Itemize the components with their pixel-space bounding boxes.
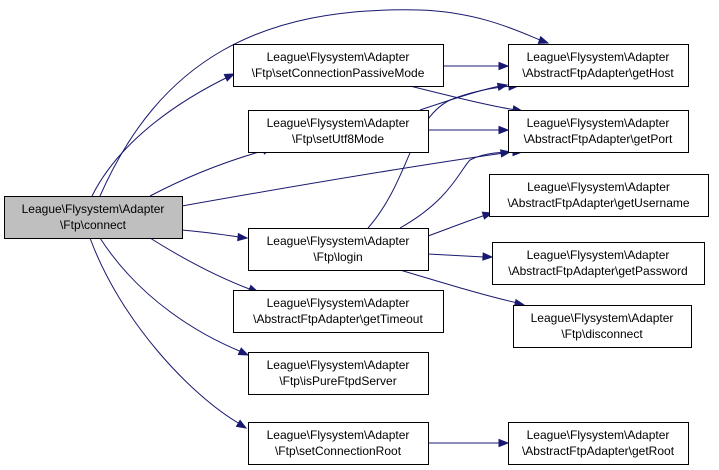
edge-line (409, 85, 517, 111)
node-label-method: \Ftp\connect (60, 218, 127, 232)
node-label-method: \Ftp\isPureFtpdServer (279, 374, 396, 388)
node-label-namespace: League\Flysystem\Adapter (527, 116, 670, 130)
edge-line (181, 152, 505, 207)
node-label-method: \Ftp\setUtf8Mode (292, 132, 384, 146)
arrowhead-icon (499, 149, 512, 158)
node-getTimeout[interactable]: League\Flysystem\Adapter \AbstractFtpAdap… (233, 290, 444, 333)
node-getPassword[interactable]: League\Flysystem\Adapter \AbstractFtpAdap… (492, 242, 705, 285)
edges-layer (89, 9, 550, 448)
node-box (508, 110, 689, 153)
node-box (248, 422, 429, 465)
arrowhead-icon (235, 419, 248, 429)
edge-connect-to-getPort (181, 149, 512, 207)
node-label-method: \AbstractFtpAdapter\getTimeout (253, 312, 423, 326)
node-label-method: \AbstractFtpAdapter\getPassword (508, 264, 687, 278)
node-disconnect[interactable]: League\Flysystem\Adapter \Ftp\disconnect (513, 305, 692, 348)
arrowhead-icon (498, 125, 510, 135)
edge-line (89, 237, 241, 425)
node-label-namespace: League\Flysystem\Adapter (267, 234, 410, 248)
node-connect[interactable]: League\Flysystem\Adapter \Ftp\connect (4, 196, 183, 239)
edge-connect-to-setUtf8Mode (149, 146, 274, 197)
edge-setConnectionPassiveMode-to-getPort (409, 85, 524, 114)
edge-connect-to-getTimeout (149, 237, 260, 293)
node-setConnectionPassiveMode[interactable]: League\Flysystem\Adapter \Ftp\setConnecti… (233, 44, 444, 87)
node-label-method: \Ftp\setConnectionRoot (275, 444, 402, 458)
edge-line (91, 74, 233, 197)
node-box (492, 242, 705, 285)
edge-line (149, 149, 267, 197)
node-box (248, 110, 429, 153)
edge-connect-to-getHost (99, 9, 550, 197)
arrowhead-icon (482, 252, 494, 261)
edge-login-to-getUsername (427, 211, 494, 237)
node-isPureFtpdServer[interactable]: League\Flysystem\Adapter \Ftp\isPureFtpdS… (248, 352, 429, 395)
node-box (513, 305, 692, 348)
node-label-method: \AbstractFtpAdapter\getPort (524, 132, 673, 146)
node-setUtf8Mode[interactable]: League\Flysystem\Adapter \Ftp\setUtf8Mode (248, 110, 429, 153)
node-label-namespace: League\Flysystem\Adapter (527, 50, 670, 64)
node-label-namespace: League\Flysystem\Adapter (527, 428, 670, 442)
edge-connect-to-isPureFtpdServer (99, 237, 250, 356)
edge-line (149, 237, 253, 291)
arrowhead-icon (237, 347, 250, 356)
node-label-namespace: League\Flysystem\Adapter (267, 358, 410, 372)
node-getPort[interactable]: League\Flysystem\Adapter \AbstractFtpAdap… (508, 110, 689, 153)
node-getHost[interactable]: League\Flysystem\Adapter \AbstractFtpAdap… (508, 44, 689, 87)
node-box (508, 422, 689, 465)
edge-connect-to-setConnectionPassiveMode (91, 73, 236, 197)
node-label-method: \AbstractFtpAdapter\getRoot (522, 444, 675, 458)
node-label-method: \Ftp\disconnect (561, 327, 643, 341)
arrowhead-icon (237, 232, 249, 242)
node-getRoot[interactable]: League\Flysystem\Adapter \AbstractFtpAdap… (508, 422, 689, 465)
node-box (233, 290, 444, 333)
node-box (233, 44, 444, 87)
arrowhead-icon (537, 35, 550, 44)
edge-line (419, 85, 501, 111)
edge-line (427, 214, 487, 237)
edge-line (367, 85, 513, 229)
node-box (4, 196, 183, 239)
node-box (248, 352, 429, 395)
edge-line (427, 253, 485, 258)
node-label-method: \AbstractFtpAdapter\getHost (522, 66, 674, 80)
edge-line (99, 9, 541, 197)
nodes-layer: League\Flysystem\Adapter\Ftp\connectLeag… (4, 44, 709, 465)
edge-line (99, 237, 243, 353)
node-getUsername[interactable]: League\Flysystem\Adapter \AbstractFtpAdap… (489, 174, 709, 217)
edge-connect-to-login (181, 229, 249, 242)
node-label-namespace: League\Flysystem\Adapter (527, 248, 670, 262)
node-label-namespace: League\Flysystem\Adapter (527, 180, 670, 194)
node-login[interactable]: League\Flysystem\Adapter \Ftp\login (248, 228, 429, 271)
edge-line (399, 151, 517, 229)
node-label-namespace: League\Flysystem\Adapter (267, 428, 410, 442)
arrowhead-icon (498, 438, 510, 448)
arrowhead-icon (223, 73, 236, 82)
arrowhead-icon (498, 61, 510, 71)
node-label-method: \AbstractFtpAdapter\getUsername (507, 196, 689, 210)
edge-setUtf8Mode-to-getPort (428, 125, 510, 135)
node-label-namespace: League\Flysystem\Adapter (267, 296, 410, 310)
node-label-method: \Ftp\setConnectionPassiveMode (252, 66, 425, 80)
node-setConnectionRoot[interactable]: League\Flysystem\Adapter \Ftp\setConnecti… (248, 422, 429, 465)
node-label-namespace: League\Flysystem\Adapter (22, 202, 165, 216)
node-box (508, 44, 689, 87)
edge-connect-to-setConnectionRoot (89, 237, 248, 429)
edge-login-to-getPassword (427, 252, 494, 261)
node-label-namespace: League\Flysystem\Adapter (531, 311, 674, 325)
edge-setConnectionPassiveMode-to-getHost (443, 61, 510, 71)
edge-line (399, 269, 519, 304)
node-box (489, 174, 709, 217)
node-label-namespace: League\Flysystem\Adapter (267, 116, 410, 130)
node-label-method: \Ftp\login (313, 250, 362, 264)
node-box (248, 228, 429, 271)
edge-line (181, 229, 241, 238)
node-label-namespace: League\Flysystem\Adapter (267, 50, 410, 64)
edge-setConnectionRoot-to-getRoot (428, 438, 510, 448)
